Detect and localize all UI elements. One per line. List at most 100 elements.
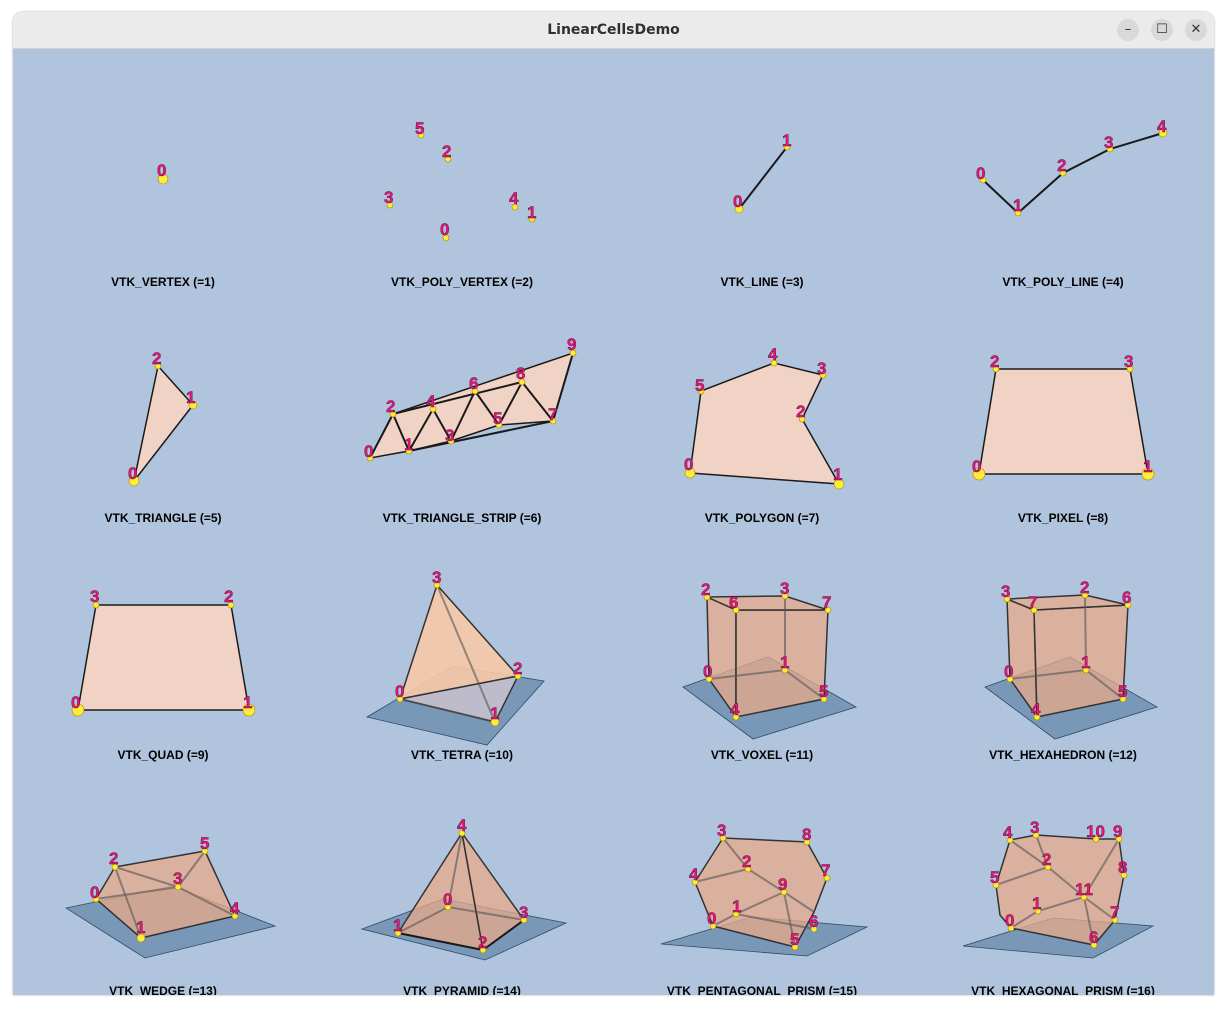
window-title: LinearCellsDemo (547, 22, 680, 38)
cell-caption: VTK_TRIANGLE (=5) (104, 511, 221, 525)
point-label: 1 (527, 203, 536, 222)
point (569, 349, 577, 357)
point (1119, 695, 1127, 703)
point-label: 2 (386, 397, 395, 416)
point (157, 173, 169, 185)
point-label: 4 (457, 816, 467, 835)
point (227, 601, 235, 609)
cell-caption: VTK_TETRA (=10) (411, 748, 513, 762)
point-label: 2 (109, 849, 118, 868)
point (549, 417, 557, 425)
cell-caption: VTK_LINE (=3) (720, 275, 803, 289)
edge (177, 850, 206, 888)
point (1081, 591, 1089, 599)
point-label: 7 (548, 405, 557, 424)
title-bar[interactable]: LinearCellsDemo – ☐ ✕ (13, 12, 1214, 49)
point (820, 695, 828, 703)
cell-tetra: 0 1 2 3 VTK_TETRA (=10) (365, 568, 545, 762)
triangle-face (133, 364, 194, 482)
point-label: 3 (384, 188, 393, 207)
point-label: 4 (1157, 117, 1167, 136)
point-label: 6 (1122, 588, 1131, 607)
point-label: 1 (186, 388, 195, 407)
point-label: 3 (817, 359, 826, 378)
point (528, 215, 536, 223)
point-label: 1 (1032, 894, 1041, 913)
point-label: 6 (469, 374, 478, 393)
point-label: 4 (768, 345, 778, 364)
point-label: 8 (802, 825, 811, 844)
edge (1083, 838, 1120, 898)
point (1059, 169, 1067, 177)
point-label: 8 (516, 364, 525, 383)
point (1090, 941, 1098, 949)
point-label: 5 (990, 868, 999, 887)
point (780, 888, 788, 896)
cell-poly-line: 0 1 2 3 4 VTK_POLY_LINE (=4) (976, 117, 1168, 289)
point (111, 863, 119, 871)
cell-caption: VTK_POLY_LINE (=4) (1002, 275, 1123, 289)
minimize-button[interactable]: – (1117, 19, 1139, 41)
point-label: 7 (1028, 593, 1037, 612)
pentaprism-face (694, 837, 828, 948)
point-label: 0 (1004, 662, 1013, 681)
point-label: 1 (1013, 196, 1022, 215)
point-label: 2 (990, 352, 999, 371)
point (798, 415, 806, 423)
point-label: 7 (1110, 903, 1119, 922)
point (824, 606, 832, 614)
point (471, 387, 479, 395)
point (92, 601, 100, 609)
point (732, 910, 740, 918)
point-label: 9 (778, 875, 787, 894)
point (1126, 365, 1134, 373)
render-viewport[interactable]: 0 VTK_VERTEX (=1) 5 2 3 4 1 0 VTK_POLY_V… (13, 49, 1214, 995)
hexprism-face (995, 834, 1125, 946)
close-button[interactable]: ✕ (1185, 19, 1207, 41)
hidden-edges (712, 890, 796, 948)
point (1082, 666, 1090, 674)
point (386, 201, 394, 209)
edge (408, 420, 554, 452)
cell-caption: VTK_WEDGE (=13) (109, 984, 217, 995)
maximize-button[interactable]: ☐ (1151, 19, 1173, 41)
point (154, 362, 162, 370)
point (684, 467, 696, 479)
cell-caption: VTK_VERTEX (=1) (111, 275, 215, 289)
point (803, 838, 811, 846)
point (389, 410, 397, 418)
point (1034, 907, 1042, 915)
point-label: 1 (1143, 457, 1152, 476)
point (1106, 145, 1114, 153)
point (770, 359, 778, 367)
point (992, 365, 1000, 373)
point (396, 695, 404, 703)
point (791, 943, 799, 951)
pixel-face (978, 368, 1149, 475)
edge (114, 866, 179, 888)
point (781, 592, 789, 600)
point (1092, 835, 1100, 843)
cell-pixel: 0 1 2 3 VTK_PIXEL (=8) (972, 352, 1155, 525)
cell-caption: VTK_PYRAMID (=14) (403, 984, 521, 995)
point-label: 1 (243, 693, 252, 712)
cell-voxel: 0 1 2 3 4 5 6 7 VTK_VOXEL (=11) (682, 579, 858, 762)
point (1080, 893, 1088, 901)
cell-pentagonal-prism: 0 1 2 3 4 5 6 7 8 9 VTK_PENTAGONAL_PRISM… (660, 821, 869, 995)
point (1003, 595, 1011, 603)
point-label: 5 (1118, 682, 1127, 701)
point-label: 0 (71, 693, 80, 712)
point-label: 3 (519, 903, 528, 922)
point-label: 4 (230, 899, 240, 918)
point-label: 3 (445, 426, 454, 445)
cell-line: 0 1 VTK_LINE (=3) (720, 131, 803, 289)
point-label: 2 (1057, 156, 1066, 175)
point (444, 903, 452, 911)
point-label: 2 (742, 852, 751, 871)
cell-hexagonal-prism: 0 1 2 3 4 5 6 7 8 9 10 11 VTK_HEXAGONAL_… (962, 818, 1155, 995)
point (734, 204, 744, 214)
point (242, 703, 256, 717)
point (1014, 209, 1022, 217)
point-label: 3 (717, 821, 726, 840)
point (520, 916, 528, 924)
